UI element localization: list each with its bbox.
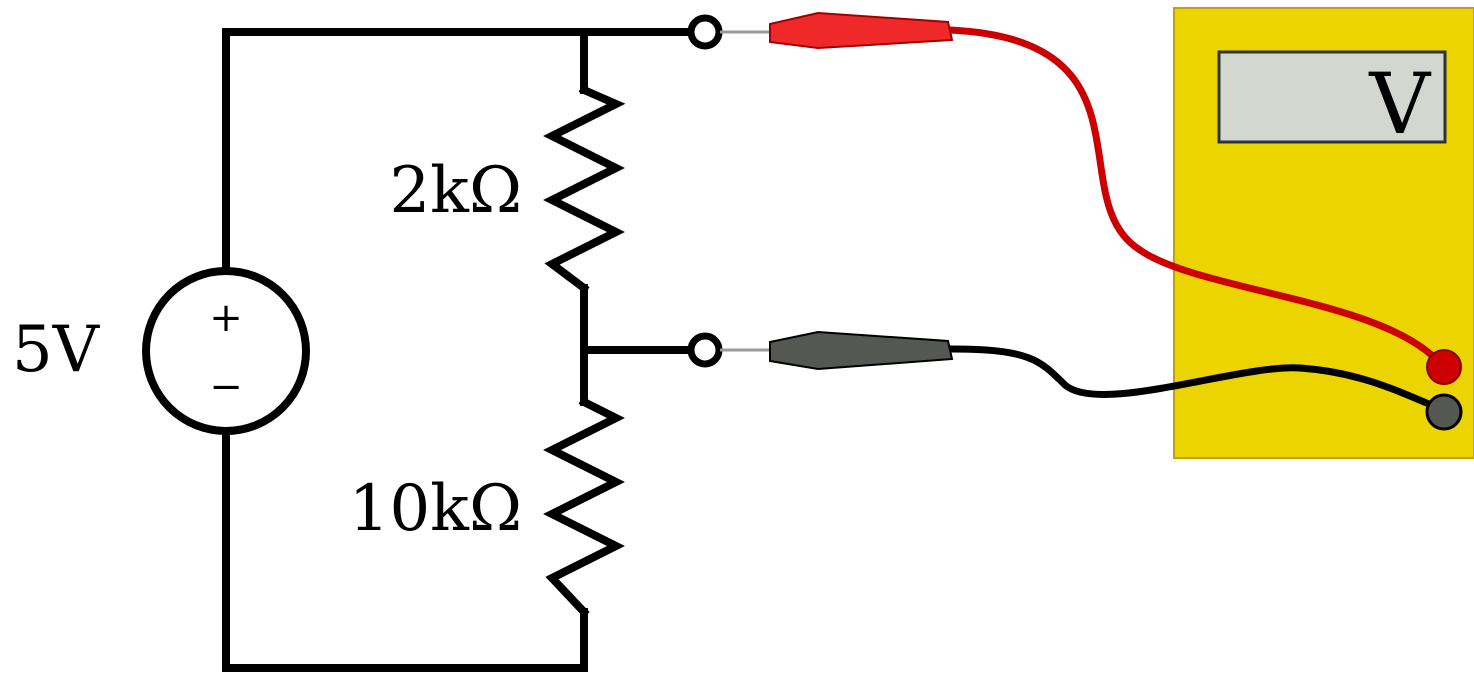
source-plus-symbol: + bbox=[209, 295, 243, 341]
source-voltage-label: 5V bbox=[12, 313, 101, 387]
black-lead-wire bbox=[946, 345, 1447, 414]
resistor-10k-label: 10kΩ bbox=[349, 472, 522, 546]
mid-terminal bbox=[687, 332, 723, 368]
source-minus-symbol: − bbox=[209, 364, 243, 410]
black-probe-handle bbox=[769, 330, 954, 371]
left-wire-bottom bbox=[222, 428, 588, 672]
resistor-2k bbox=[543, 84, 626, 294]
voltage-source bbox=[142, 267, 310, 435]
red-probe-handle bbox=[769, 11, 954, 50]
red-input-jack bbox=[1426, 349, 1462, 385]
left-wire-top bbox=[222, 28, 588, 274]
top-terminal bbox=[687, 14, 723, 50]
black-input-jack bbox=[1425, 393, 1463, 431]
resistor-10k bbox=[543, 396, 625, 618]
resistor-2k-label: 2kΩ bbox=[389, 154, 522, 228]
voltmeter-display-label: V bbox=[1368, 55, 1431, 153]
voltmeter-display bbox=[1217, 50, 1447, 144]
red-lead-wire bbox=[946, 26, 1446, 370]
